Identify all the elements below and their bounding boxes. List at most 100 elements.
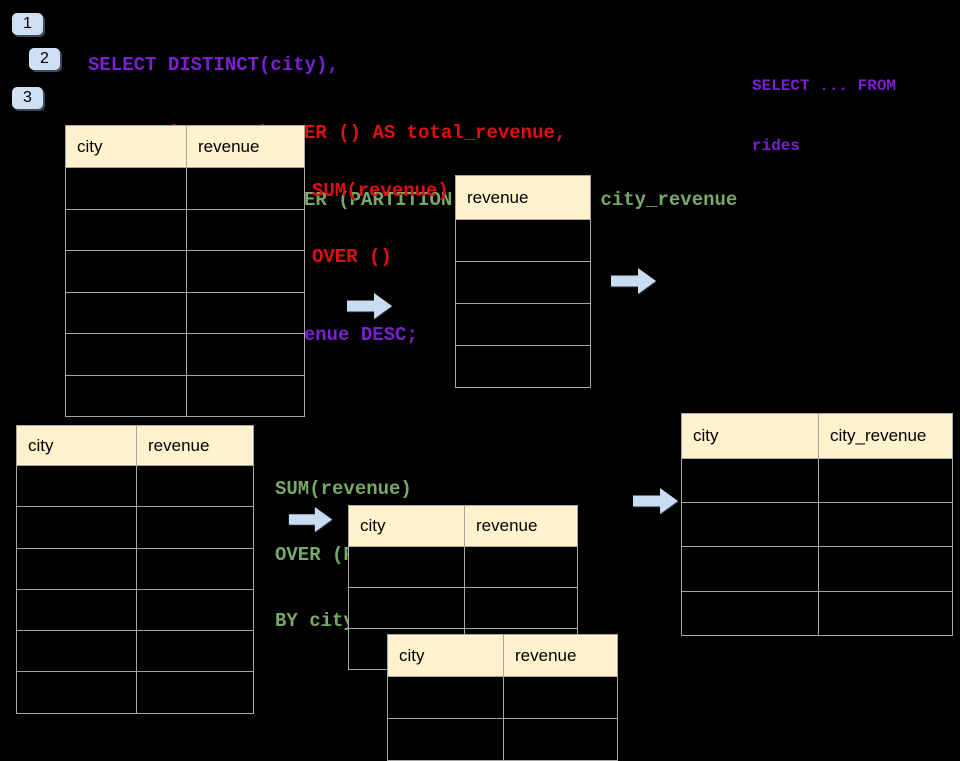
total-revenue-result-table: revenue bbox=[455, 175, 591, 388]
table-row bbox=[682, 458, 952, 503]
table-header-row: city revenue bbox=[66, 126, 304, 167]
source-table-bottom: city revenue bbox=[16, 425, 254, 714]
column-header-revenue: revenue bbox=[464, 506, 577, 546]
column-header-city: city bbox=[77, 136, 103, 156]
column-header-city: city bbox=[28, 435, 54, 455]
step-badge-1: 1 bbox=[12, 13, 43, 35]
table-row bbox=[17, 547, 253, 589]
table-row bbox=[682, 502, 952, 547]
table-cell bbox=[66, 293, 186, 334]
table-row bbox=[17, 506, 253, 548]
table-cell bbox=[186, 251, 304, 292]
column-header-city: city bbox=[693, 426, 719, 445]
column-header-city: city bbox=[399, 645, 425, 665]
table-cell bbox=[388, 677, 503, 718]
table-cell bbox=[17, 631, 136, 671]
table-row bbox=[456, 261, 590, 303]
arrow-right-icon bbox=[611, 268, 656, 294]
table-cell bbox=[818, 459, 952, 503]
partition-label-line1: SUM(revenue) bbox=[275, 478, 412, 500]
table-cell bbox=[349, 588, 464, 628]
table-header-row: city revenue bbox=[388, 635, 617, 676]
table-cell bbox=[818, 591, 952, 635]
table-row bbox=[682, 546, 952, 591]
table-row bbox=[388, 676, 617, 718]
table-cell bbox=[456, 346, 590, 387]
table-cell bbox=[456, 304, 590, 345]
table-row bbox=[66, 250, 304, 292]
table-row bbox=[456, 345, 590, 387]
table-row bbox=[17, 671, 253, 713]
table-cell bbox=[17, 507, 136, 547]
table-cell bbox=[186, 375, 304, 416]
table-cell bbox=[186, 334, 304, 375]
table-cell bbox=[349, 547, 464, 587]
side-note-line2: rides bbox=[752, 137, 801, 155]
table-cell bbox=[388, 719, 503, 760]
table-row bbox=[349, 546, 577, 587]
column-header-revenue: revenue bbox=[467, 187, 529, 207]
partition-step-table-overlap: city revenue bbox=[387, 634, 618, 761]
table-cell bbox=[136, 507, 253, 548]
table-row bbox=[17, 465, 253, 507]
table-cell bbox=[186, 168, 304, 209]
table-cell bbox=[17, 549, 136, 589]
table-row bbox=[66, 333, 304, 375]
table-cell bbox=[503, 719, 617, 760]
column-header-city: city bbox=[360, 516, 386, 535]
table-cell bbox=[66, 376, 186, 417]
table-cell bbox=[456, 262, 590, 303]
side-note: SELECT ... FROM rides bbox=[752, 36, 896, 176]
sql-line-select: SELECT DISTINCT(city), bbox=[88, 54, 339, 76]
table-cell bbox=[682, 503, 818, 546]
column-header-revenue: revenue bbox=[136, 426, 253, 465]
total-revenue-label: SUM(revenue) OVER () bbox=[312, 136, 449, 290]
total-label-line1: SUM(revenue) bbox=[312, 180, 449, 202]
column-header-revenue: revenue bbox=[503, 635, 617, 676]
column-header-city-revenue: city_revenue bbox=[818, 414, 952, 458]
table-cell bbox=[66, 334, 186, 375]
table-row bbox=[349, 587, 577, 628]
table-header-row: city revenue bbox=[349, 506, 577, 546]
table-cell bbox=[17, 466, 136, 506]
table-cell bbox=[682, 547, 818, 590]
column-header-revenue: revenue bbox=[186, 126, 304, 167]
total-label-line2: OVER () bbox=[312, 246, 392, 268]
table-header-row: city city_revenue bbox=[682, 414, 952, 458]
table-header-row: revenue bbox=[456, 176, 590, 219]
table-row bbox=[17, 588, 253, 631]
table-cell bbox=[186, 209, 304, 250]
table-cell bbox=[682, 592, 818, 635]
table-row bbox=[682, 590, 952, 635]
table-cell bbox=[682, 459, 818, 502]
side-note-line1: SELECT ... FROM bbox=[752, 77, 897, 95]
table-row bbox=[66, 291, 304, 334]
table-cell bbox=[136, 466, 253, 507]
city-revenue-result-table: city city_revenue bbox=[681, 413, 953, 636]
table-cell bbox=[503, 677, 617, 718]
table-cell bbox=[464, 547, 577, 587]
table-cell bbox=[17, 590, 136, 630]
table-cell bbox=[818, 503, 952, 547]
source-table-top: city revenue bbox=[65, 125, 305, 417]
step-badge-2: 2 bbox=[29, 48, 60, 70]
table-cell bbox=[17, 672, 136, 712]
arrow-right-icon bbox=[633, 488, 678, 514]
table-cell bbox=[66, 210, 186, 251]
table-row bbox=[456, 303, 590, 345]
table-cell bbox=[66, 168, 186, 209]
table-cell bbox=[136, 589, 253, 631]
table-cell bbox=[186, 292, 304, 333]
step-badge-3: 3 bbox=[12, 87, 43, 109]
arrow-right-icon bbox=[288, 507, 333, 532]
table-row bbox=[17, 630, 253, 672]
table-row bbox=[456, 219, 590, 261]
table-cell bbox=[456, 220, 590, 261]
table-row bbox=[66, 208, 304, 251]
table-row bbox=[66, 167, 304, 209]
table-cell bbox=[464, 588, 577, 628]
table-header-row: city revenue bbox=[17, 426, 253, 465]
table-cell bbox=[136, 548, 253, 589]
table-cell bbox=[136, 672, 253, 713]
table-cell bbox=[66, 251, 186, 292]
